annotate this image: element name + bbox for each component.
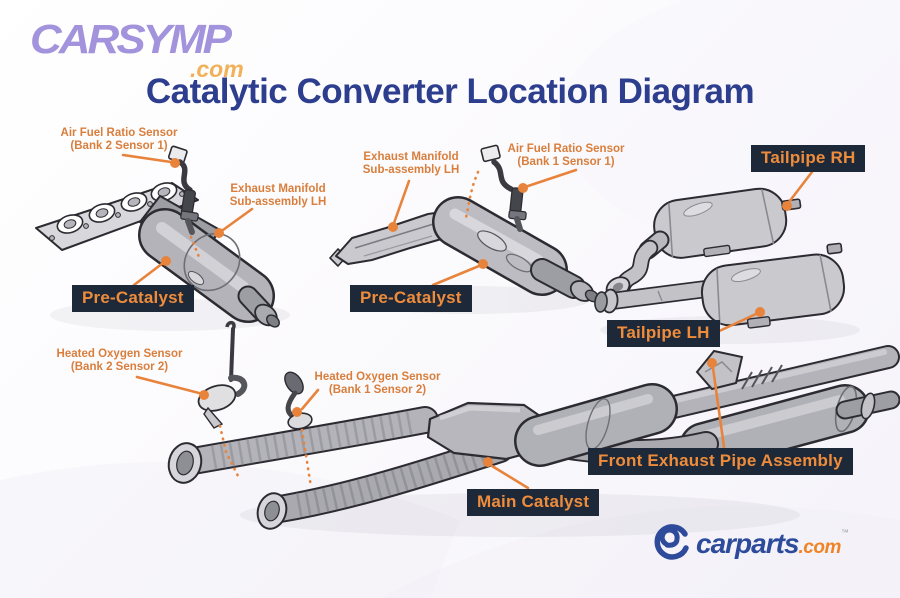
callout-heated-oxygen-sensor-bank1-sensor2: Heated Oxygen Sensor (Bank 1 Sensor 2) [310,371,445,396]
label-tailpipe-lh: Tailpipe LH [607,320,720,347]
label-tailpipe-rh: Tailpipe RH [751,145,866,172]
callout-line: Air Fuel Ratio Sensor [60,127,178,139]
middle-pre-catalyst-illustration [329,196,600,303]
carparts-swirl-icon [654,524,689,560]
callout-line: Heated Oxygen Sensor [56,348,183,360]
callout-line: (Bank 2 Sensor 1) [70,139,168,152]
carsymp-logo-text: CARSYMP [30,17,232,63]
carparts-logo-text: carparts [696,528,800,559]
air-fuel-sensor-bank1-illustration [480,144,527,232]
label-front-exhaust-pipe-assembly: Front Exhaust Pipe Assembly [588,448,853,475]
callout-exhaust-manifold-sub-assembly-lh-left: Exhaust Manifold Sub-assembly LH [213,183,343,208]
page-title: Catalytic Converter Location Diagram [145,72,755,111]
callout-line: Exhaust Manifold [363,151,459,163]
trademark-symbol: ™ [840,528,849,537]
callout-line: (Bank 1 Sensor 1) [517,155,615,168]
callout-exhaust-manifold-sub-assembly-lh-middle: Exhaust Manifold Sub-assembly LH [346,151,476,176]
label-pre-catalyst-middle: Pre-Catalyst [350,285,472,312]
carsymp-logo-tld: .com [190,56,244,82]
carparts-logo: carparts.com™ [652,522,882,566]
left-pre-catalyst-illustration [35,182,280,328]
callout-line: (Bank 1 Sensor 2) [328,383,427,396]
callout-air-fuel-ratio-sensor-bank1-sensor1: Air Fuel Ratio Sensor (Bank 1 Sensor 1) [501,143,631,168]
tailpipe-lh-illustration [594,242,846,329]
label-pre-catalyst-left: Pre-Catalyst [72,285,194,312]
leader-dots [161,158,792,467]
carparts-logo-tld: .com [798,537,842,558]
callout-heated-oxygen-sensor-bank2-sensor2: Heated Oxygen Sensor (Bank 2 Sensor 2) [52,348,187,373]
callout-line: Exhaust Manifold [230,183,326,195]
front-exhaust-pipe-illustration [167,345,900,530]
leader-lines [121,153,814,490]
heated-oxygen-sensor-bank2-illustration [197,320,248,429]
callout-air-fuel-ratio-sensor-bank2-sensor1: Air Fuel Ratio Sensor (Bank 2 Sensor 1) [54,127,184,152]
dotted-links [189,170,480,489]
callout-line: Heated Oxygen Sensor [314,371,441,383]
callout-line: Sub-assembly LH [229,195,327,208]
callout-line: Air Fuel Ratio Sensor [507,143,625,155]
label-main-catalyst: Main Catalyst [467,489,600,516]
callout-line: Sub-assembly LH [362,163,460,176]
carsymp-logo: CARSYMP .com [30,17,290,82]
callout-line: (Bank 2 Sensor 2) [70,360,169,373]
